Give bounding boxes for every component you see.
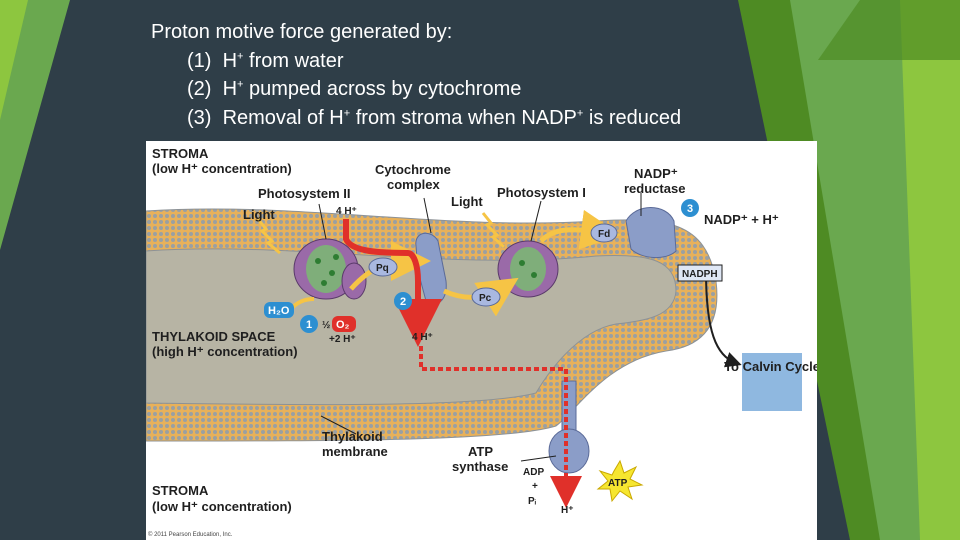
calvin-label: To Calvin Cycle bbox=[724, 359, 817, 374]
thylakoid-membrane-label-2: membrane bbox=[322, 444, 388, 459]
o2-label: O₂ bbox=[336, 319, 350, 331]
atp-starburst bbox=[596, 459, 644, 503]
stroma-top-subtitle: (low H⁺ concentration) bbox=[152, 161, 292, 176]
heading-item-3: (3) Removal of H+ from stroma when NADP+… bbox=[187, 106, 682, 129]
adp-label: ADP bbox=[523, 467, 544, 478]
pq-label: Pq bbox=[376, 263, 389, 274]
two-h-label: +2 H⁺ bbox=[329, 334, 356, 345]
step-2-label: 2 bbox=[400, 296, 406, 308]
h2o-badge bbox=[264, 302, 294, 318]
o2-badge bbox=[332, 316, 356, 332]
stroma-bottom-subtitle: (low H⁺ concentration) bbox=[152, 499, 292, 514]
pc-carrier bbox=[471, 287, 501, 307]
top-left-accent-light bbox=[0, 0, 28, 120]
thylakoid-space-subtitle: (high H⁺ concentration) bbox=[152, 344, 298, 359]
nadp-reductase-label-1: NADP⁺ bbox=[634, 166, 678, 181]
ps2-leader bbox=[318, 203, 327, 240]
h2o-label: H₂O bbox=[268, 305, 290, 317]
plus-label: + bbox=[532, 481, 538, 492]
right-accent-top bbox=[818, 0, 960, 60]
pi-label: Pᵢ bbox=[528, 496, 537, 507]
copyright-text: © 2011 Pearson Education, Inc. bbox=[148, 531, 233, 538]
step-3-label: 3 bbox=[687, 203, 693, 215]
h-plus-out-label: H⁺ bbox=[561, 505, 574, 516]
thylakoid-membrane-label-1: Thylakoid bbox=[322, 429, 383, 444]
heading-line: Proton motive force generated by: bbox=[151, 21, 453, 43]
half-label: ½ bbox=[322, 320, 330, 331]
h-plus-bottom-label: 4 H⁺ bbox=[412, 332, 433, 343]
pc-label: Pc bbox=[479, 293, 492, 304]
membrane-leader bbox=[320, 415, 357, 435]
nadp-reductase-label-2: reductase bbox=[624, 181, 685, 196]
fd-carrier bbox=[590, 223, 618, 243]
thylakoid-diagram: 1 2 3 STROMA (low H⁺ concentration) Phot… bbox=[146, 141, 817, 540]
ps1-leader bbox=[530, 200, 542, 242]
light-label-2: Light bbox=[451, 194, 483, 209]
stroma-top-title: STROMA bbox=[152, 146, 209, 161]
arrow-to-calvin bbox=[705, 270, 742, 368]
photosystem-i-label: Photosystem I bbox=[497, 185, 586, 200]
atp-synthase-label-2: synthase bbox=[452, 459, 508, 474]
atp-label: ATP bbox=[608, 478, 628, 489]
atp-synthase-label-1: ATP bbox=[468, 444, 493, 459]
top-left-accent bbox=[0, 0, 70, 250]
photosystem-i bbox=[497, 240, 559, 298]
heading-item-2: (2) H+ pumped across by cytochrome bbox=[187, 78, 522, 100]
calvin-cycle-box bbox=[742, 353, 802, 411]
cyto-leader bbox=[423, 197, 432, 234]
heading-item-1: (1) H+ from water bbox=[187, 49, 344, 72]
stroma-bottom-title: STROMA bbox=[152, 483, 209, 498]
thylakoid-diagram-svg: 1 2 3 STROMA (low H⁺ concentration) Phot… bbox=[146, 146, 817, 538]
h-plus-top-label: 4 H⁺ bbox=[336, 206, 357, 217]
thylakoid-space-title: THYLAKOID SPACE bbox=[152, 329, 276, 344]
step-badge-3 bbox=[681, 199, 699, 217]
pq-carrier bbox=[368, 257, 398, 277]
cytochrome-label-2: complex bbox=[387, 177, 441, 192]
cytochrome-label-1: Cytochrome bbox=[375, 162, 451, 177]
light-ray-2 bbox=[481, 212, 506, 249]
slide-heading: Proton motive force generated by: (1) H+… bbox=[151, 18, 681, 132]
step-badge-2 bbox=[394, 292, 412, 310]
nadp-h-label: NADP⁺ + H⁺ bbox=[704, 212, 779, 227]
light-ray-1 bbox=[256, 218, 281, 255]
nadp-reductase bbox=[625, 207, 677, 258]
right-accent-light bbox=[900, 0, 960, 540]
step-badge-1 bbox=[300, 315, 318, 333]
photosystem-ii-label: Photosystem II bbox=[258, 186, 350, 201]
proton-flow-dotted bbox=[419, 346, 582, 508]
photosystem-ii bbox=[293, 238, 367, 300]
step-1-label: 1 bbox=[306, 319, 312, 331]
nadph-label: NADPH bbox=[682, 269, 718, 280]
synthase-leader bbox=[520, 455, 557, 462]
fd-label: Fd bbox=[598, 229, 610, 240]
nadph-box bbox=[677, 264, 723, 282]
light-label-1: Light bbox=[243, 207, 275, 222]
proton-pump-arrow bbox=[343, 219, 442, 347]
